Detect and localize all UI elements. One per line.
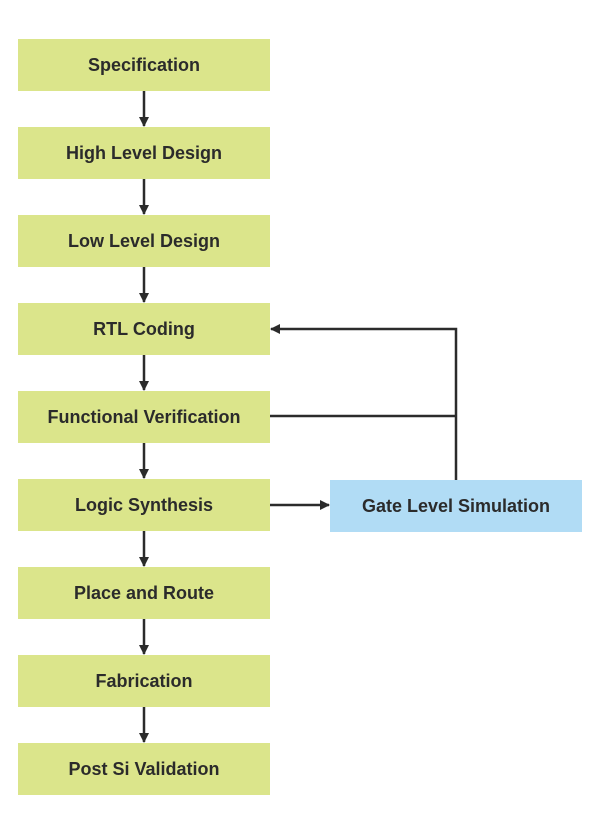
stage-post-si-validation-label: Post Si Validation xyxy=(68,758,220,779)
stage-logic-synthesis: Logic Synthesis xyxy=(18,479,270,531)
stage-place-and-route: Place and Route xyxy=(18,567,270,619)
stage-place-and-route-label: Place and Route xyxy=(73,582,215,603)
stage-rtl-coding: RTL Coding xyxy=(18,303,270,355)
stage-specification: Specification xyxy=(18,39,270,91)
stage-low-level-design: Low Level Design xyxy=(18,215,270,267)
stage-logic-synthesis-label: Logic Synthesis xyxy=(74,494,214,515)
stage-high-level-design: High Level Design xyxy=(18,127,270,179)
stage-post-si-validation: Post Si Validation xyxy=(18,743,270,795)
stage-high-level-design-label: High Level Design xyxy=(65,142,223,163)
stage-rtl-coding-label: RTL Coding xyxy=(93,318,195,339)
stage-specification-label: Specification xyxy=(87,54,201,75)
stage-fabrication: Fabrication xyxy=(18,655,270,707)
stage-gate-level-simulation-label: Gate Level Simulation xyxy=(361,495,551,516)
stage-fabrication-label: Fabrication xyxy=(95,670,193,691)
stage-low-level-design-label: Low Level Design xyxy=(67,230,221,251)
arrow-feedback-to-rtl-coding xyxy=(270,324,458,480)
stage-gate-level-simulation: Gate Level Simulation xyxy=(330,480,582,532)
stage-functional-verification: Functional Verification xyxy=(18,391,270,443)
stage-functional-verification-label: Functional Verification xyxy=(47,406,241,427)
